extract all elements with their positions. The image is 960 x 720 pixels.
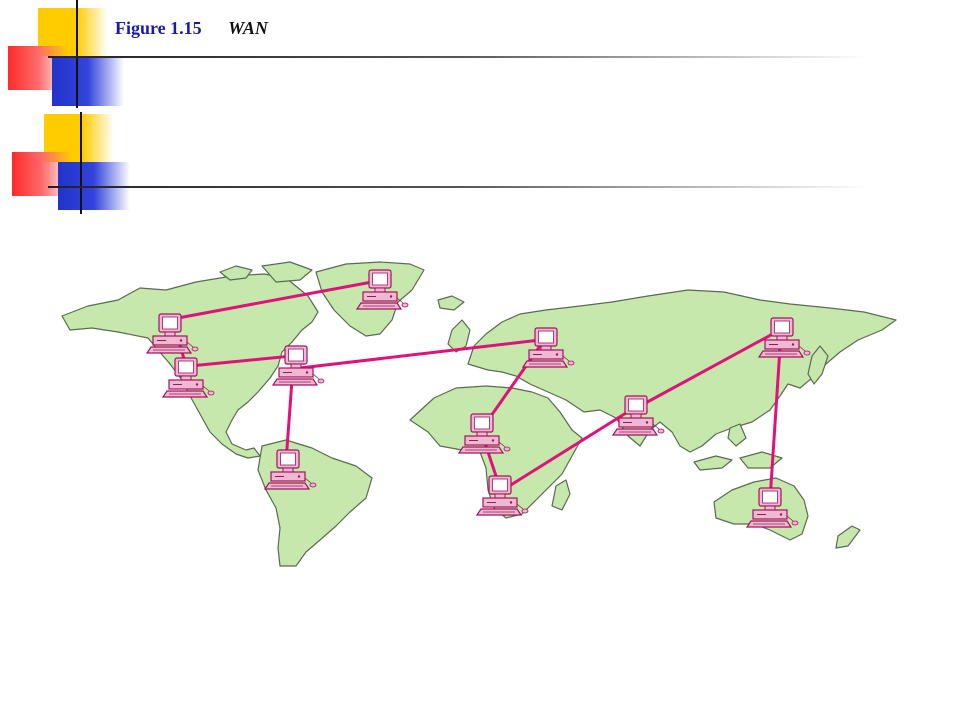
slide-decor-vertical-rule-2 (80, 112, 82, 214)
link-east-coast-europe (298, 338, 542, 370)
british-isles-landmass (447, 319, 471, 353)
figure-caption: Figure 1.15 WAN (115, 18, 268, 39)
link-south-africa-india (504, 406, 636, 490)
link-usa-east-coast (188, 354, 294, 368)
slide-decor-blue-block (52, 58, 124, 106)
japan-islands (807, 345, 829, 385)
philippines-islands (727, 423, 747, 447)
link-india-east-asia (638, 328, 782, 408)
madagascar-landmass (551, 479, 571, 511)
link-east-coast-south-america (284, 378, 294, 464)
figure-label: Figure 1.15 (115, 18, 202, 38)
arctic-islands-2 (261, 261, 313, 283)
new-zealand-islands (835, 525, 861, 549)
south-america-landmass (257, 439, 373, 567)
slide-decor-horizontal-rule-2 (48, 186, 868, 188)
figure-title: WAN (228, 18, 268, 38)
indonesia-islands-2 (739, 451, 783, 469)
iceland-landmass (437, 295, 465, 311)
link-north-america-greenland (176, 280, 374, 320)
link-east-asia-australia (768, 346, 782, 502)
arctic-islands (219, 265, 253, 281)
slide-decor-vertical-rule (76, 0, 78, 108)
indonesia-islands (693, 455, 733, 471)
slide-decor-horizontal-rule (48, 56, 868, 58)
australia-landmass (713, 477, 809, 541)
